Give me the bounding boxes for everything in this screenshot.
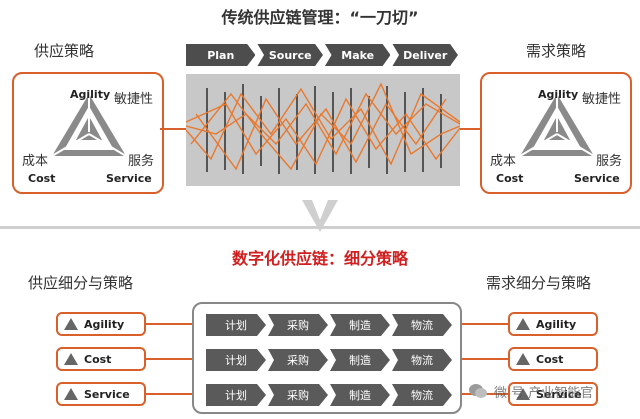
source-step: Source [257, 44, 323, 66]
supply-strategy-label: 供应策略 [34, 42, 95, 60]
left-connector [160, 128, 186, 130]
cost-cn: 成本 [490, 154, 517, 169]
digital-supply-chain-title: 数字化供应链：细分策略 [231, 249, 408, 268]
segment-label: Cost [536, 352, 564, 366]
connector [146, 358, 192, 360]
right-segment-cost: Cost [508, 347, 598, 371]
demand-strategy-label: 需求策略 [526, 42, 587, 60]
agility-cn: 敏捷性 [582, 92, 622, 107]
triangle-icon [51, 94, 127, 157]
demand-segmentation-label: 需求细分与策略 [486, 274, 592, 292]
agility-en: Agility [70, 88, 111, 101]
logistics-step-cn: 物流 [392, 384, 452, 406]
segment-label: Agility [536, 317, 577, 331]
left-segment-cost: Cost [56, 347, 146, 371]
service-cn: 服务 [128, 154, 155, 169]
watermark-text: 微 号 产业智能官 [494, 385, 594, 401]
right-segment-agility: Agility [508, 312, 598, 336]
supply-triangle-box: Agility 敏捷性 成本 Cost 服务 Service [12, 72, 164, 194]
logistics-step-cn: 物流 [392, 349, 452, 371]
logistics-step-cn: 物流 [392, 314, 452, 336]
left-segment-agility: Agility [56, 312, 146, 336]
segment-label: Cost [84, 352, 112, 366]
triangle-icon [64, 388, 78, 400]
agility-cn: 敏捷性 [114, 92, 154, 107]
plan-step-cn: 计划 [206, 384, 266, 406]
tangled-lines-graphic [185, 82, 461, 174]
connector [462, 358, 508, 360]
segment-label: Service [536, 387, 582, 401]
service-cn: 服务 [596, 154, 623, 169]
triangle-icon [516, 353, 530, 365]
triangle-icon [64, 353, 78, 365]
deliver-step: Deliver [392, 44, 458, 66]
process-row: 计划 采购 制造 物流 [206, 314, 452, 336]
cost-en: Cost [28, 172, 56, 185]
watermark: 微 号 产业智能官 [468, 380, 638, 402]
plan-step-cn: 计划 [206, 314, 266, 336]
service-en: Service [574, 172, 620, 185]
right-segment-service: Service [508, 382, 598, 406]
plan-step: Plan [186, 44, 256, 66]
make-step-cn: 制造 [330, 349, 390, 371]
agility-en: Agility [538, 88, 579, 101]
cost-cn: 成本 [22, 154, 49, 169]
right-connector [460, 128, 480, 130]
process-row: 计划 采购 制造 物流 [206, 349, 452, 371]
cost-en: Cost [496, 172, 524, 185]
procure-step-cn: 采购 [268, 384, 328, 406]
supply-segmentation-label: 供应细分与策略 [28, 274, 134, 292]
top-title: 传统供应链管理：“一刀切” [221, 8, 419, 27]
process-row: 计划 采购 制造 物流 [206, 384, 452, 406]
tangled-flow-panel [185, 74, 461, 186]
make-step: Make [324, 44, 391, 66]
make-step-cn: 制造 [330, 314, 390, 336]
left-segment-service: Service [56, 382, 146, 406]
procure-step-cn: 采购 [268, 314, 328, 336]
triangle-icon [519, 94, 595, 157]
make-step-cn: 制造 [330, 384, 390, 406]
triangle-icon [516, 318, 530, 330]
demand-triangle-box: Agility 敏捷性 成本 Cost 服务 Service [480, 72, 632, 194]
traditional-process-chain: Plan Source Make Deliver [186, 44, 458, 66]
plan-step-cn: 计划 [206, 349, 266, 371]
connector [146, 393, 192, 395]
connector [146, 323, 192, 325]
wechat-icon [469, 384, 487, 398]
down-arrow-icon [302, 200, 338, 232]
segmented-process-box: 计划 采购 制造 物流 计划 采购 制造 物流 计划 采购 制造 物流 [192, 302, 462, 414]
triangle-icon [64, 318, 78, 330]
connector [462, 323, 508, 325]
procure-step-cn: 采购 [268, 349, 328, 371]
segment-label: Agility [84, 317, 125, 331]
service-en: Service [106, 172, 152, 185]
segment-label: Service [84, 387, 130, 401]
triangle-icon [516, 388, 530, 400]
